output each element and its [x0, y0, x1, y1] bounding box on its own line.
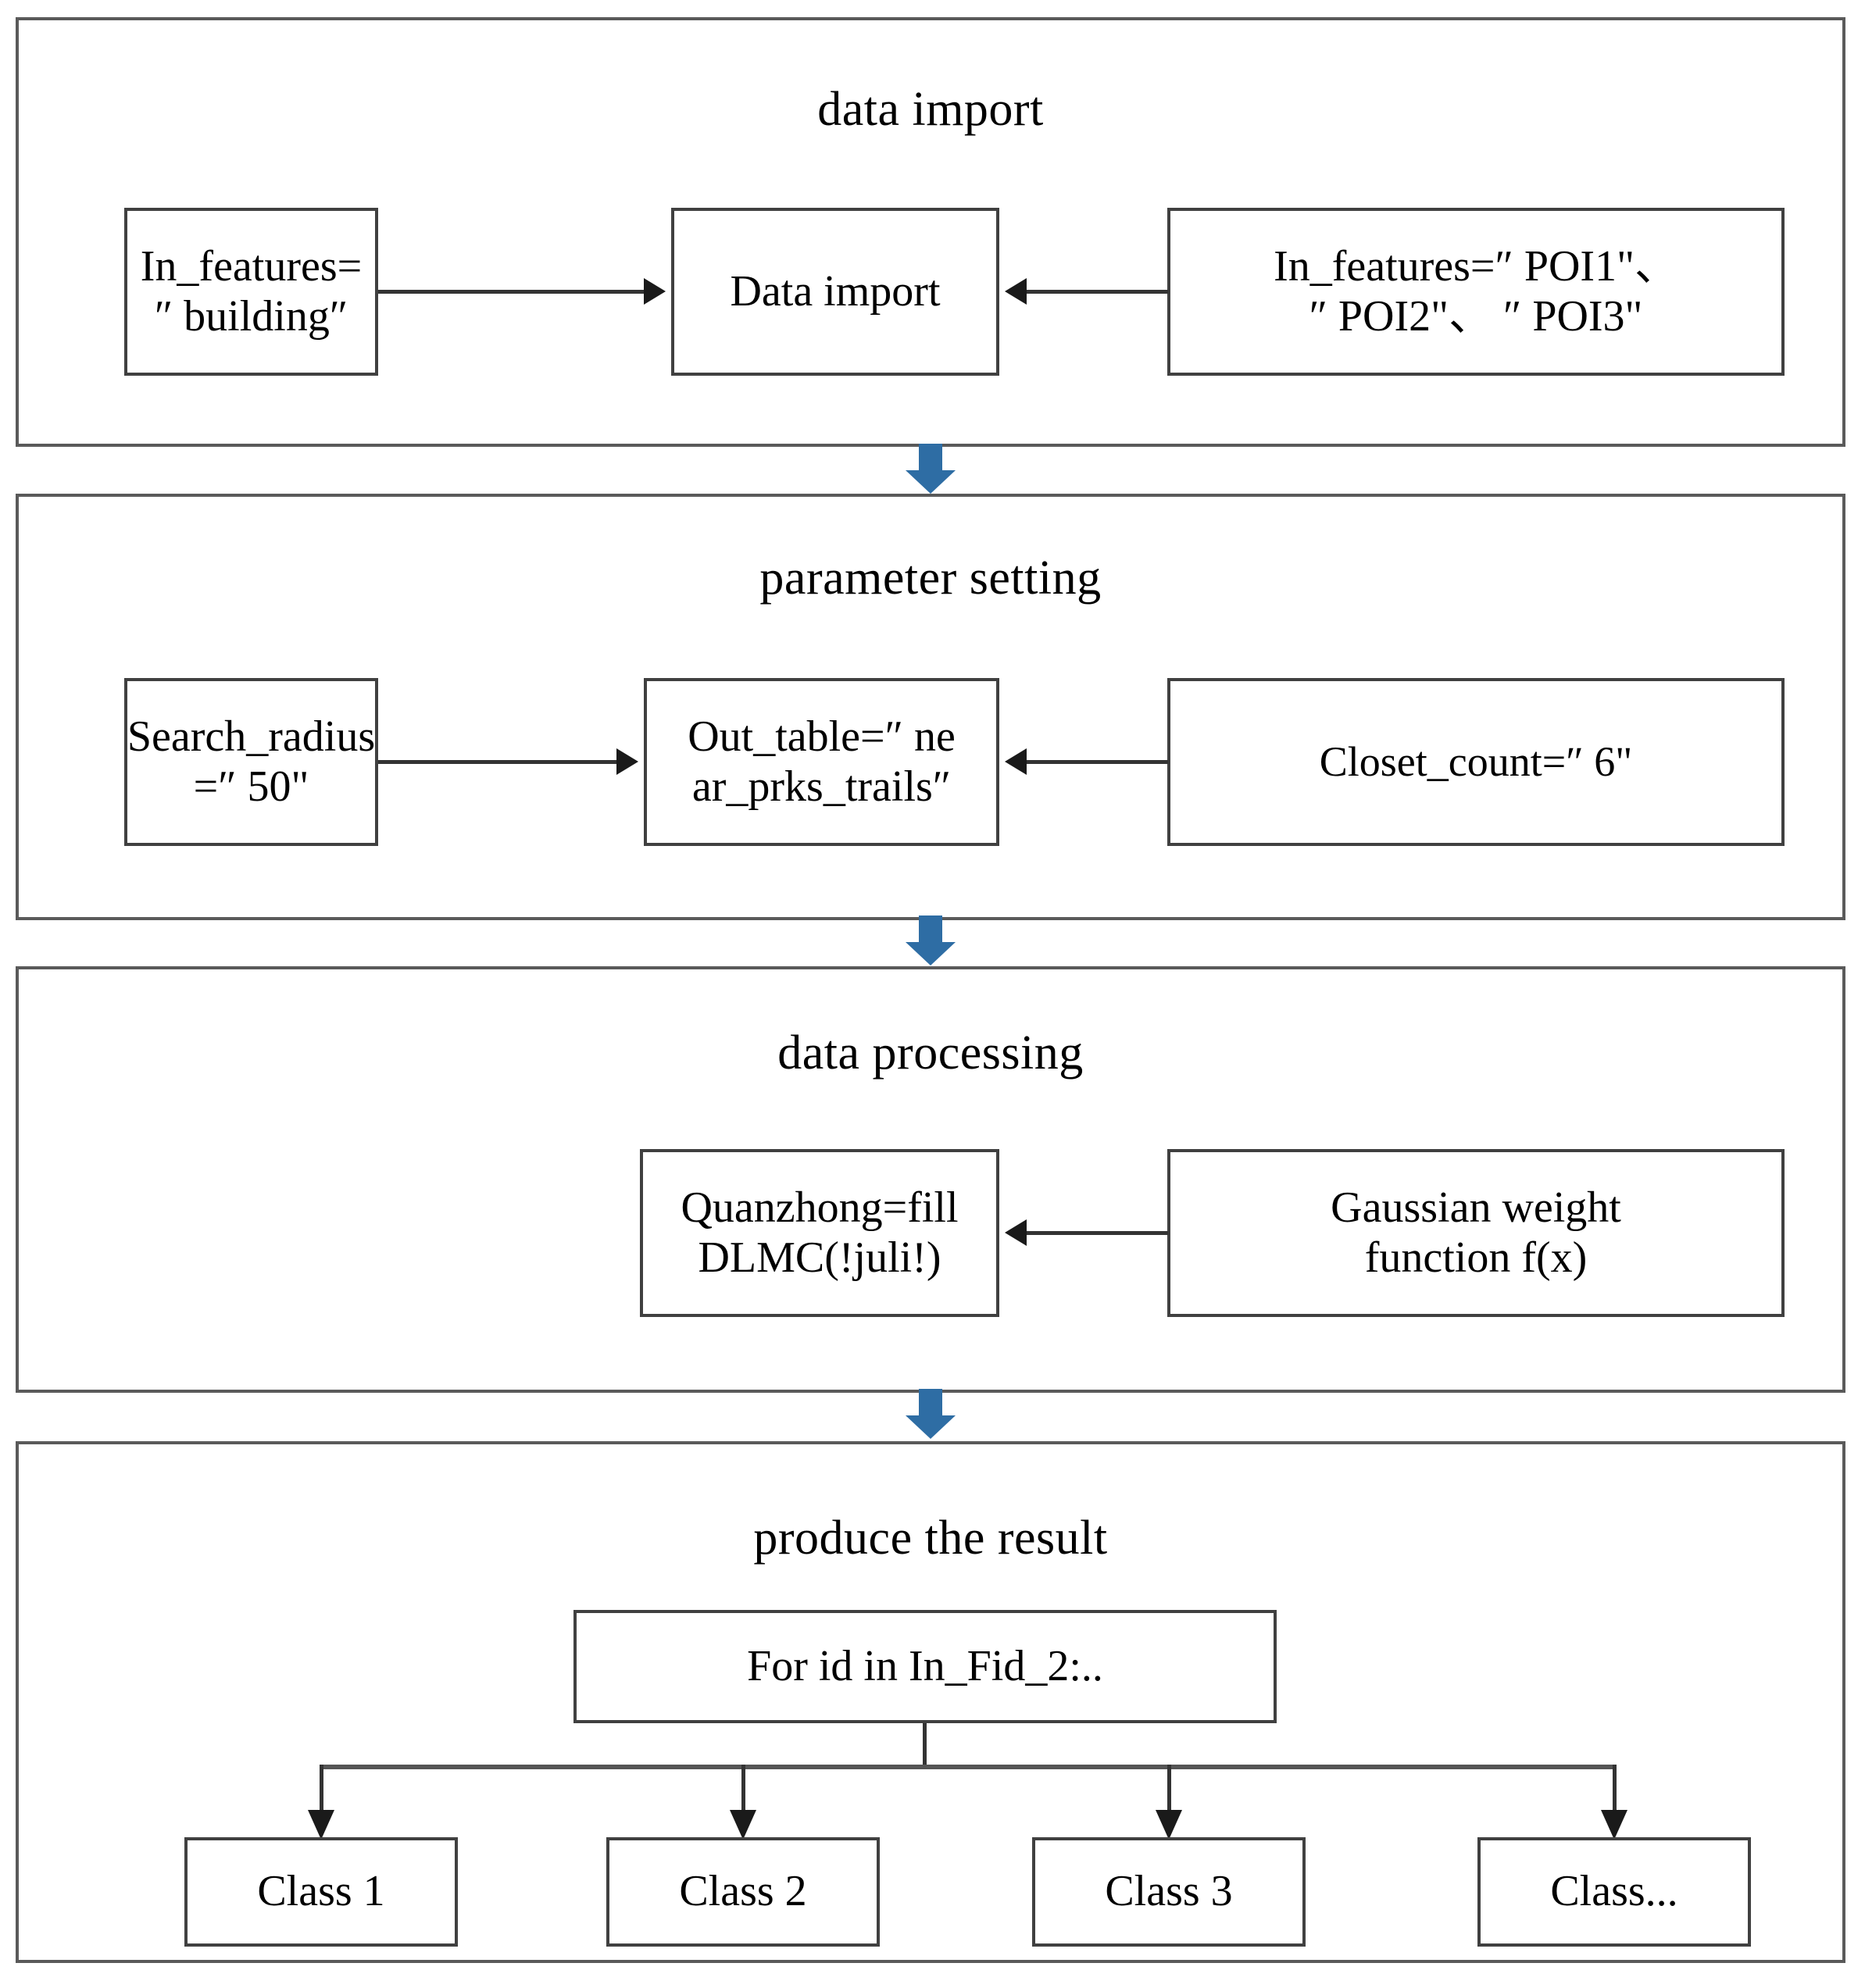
connector-building-to-import [378, 290, 648, 294]
stage-connector-arrow-2 [906, 915, 956, 967]
arrow-head [906, 470, 956, 494]
node-class-3[interactable]: Class 3 [1032, 1837, 1306, 1947]
node-quanzhong[interactable]: Quanzhong=fill DLMC(!juli!) [640, 1149, 999, 1317]
arrowhead-to-class-3 [1156, 1810, 1182, 1840]
tree-branch-3 [1167, 1765, 1171, 1813]
stage-title-produce-the-result: produce the result [753, 1512, 1108, 1565]
stage-title-parameter-setting: parameter setting [759, 551, 1102, 605]
connector-count-to-outtable [1027, 760, 1169, 764]
stage-produce-the-result: produce the result For id in In_Fid_2:..… [16, 1441, 1845, 1963]
stage-connector-arrow-1 [906, 444, 956, 495]
node-gaussian-weight[interactable]: Gaussian weight function f(x) [1167, 1149, 1785, 1317]
node-in-features-poi[interactable]: In_features=″ POI1"、 ″ POI2"、 ″ POI3" [1167, 208, 1785, 376]
tree-branch-4 [1613, 1765, 1617, 1813]
node-out-table[interactable]: Out_table=″ ne ar_prks_trails″ [644, 678, 999, 846]
connector-poi-to-import [1027, 290, 1169, 294]
node-class-more[interactable]: Class... [1477, 1837, 1751, 1947]
arrowhead-building-to-import [644, 278, 666, 305]
tree-branch-1 [320, 1765, 323, 1813]
arrowhead-radius-to-outtable [616, 748, 638, 775]
node-search-radius[interactable]: Search_radius =″ 50" [124, 678, 378, 846]
connector-gaussian-to-quanzhong [1027, 1231, 1169, 1235]
stage-connector-arrow-3 [906, 1389, 956, 1440]
arrow-shaft [919, 1389, 942, 1417]
arrowhead-to-class-more [1601, 1810, 1627, 1840]
node-class-2[interactable]: Class 2 [606, 1837, 880, 1947]
node-for-loop[interactable]: For id in In_Fid_2:.. [573, 1610, 1277, 1723]
stage-title-data-processing: data processing [777, 1026, 1084, 1080]
connector-radius-to-outtable [378, 760, 620, 764]
arrowhead-gaussian-to-quanzhong [1005, 1219, 1027, 1246]
arrow-head [906, 1415, 956, 1439]
arrowhead-count-to-outtable [1005, 748, 1027, 775]
arrowhead-to-class-2 [730, 1810, 756, 1840]
arrow-head [906, 942, 956, 965]
tree-branch-2 [741, 1765, 745, 1813]
tree-stem [923, 1723, 927, 1766]
stage-data-processing: data processing Quanzhong=fill DLMC(!jul… [16, 966, 1845, 1393]
arrow-shaft [919, 444, 942, 472]
arrowhead-poi-to-import [1005, 278, 1027, 305]
stage-parameter-setting: parameter setting Search_radius =″ 50" O… [16, 494, 1845, 920]
node-class-1[interactable]: Class 1 [184, 1837, 458, 1947]
arrow-shaft [919, 915, 942, 944]
node-closet-count[interactable]: Closet_count=″ 6" [1167, 678, 1785, 846]
stage-title-data-import: data import [817, 83, 1044, 136]
tree-bus [320, 1765, 1617, 1769]
node-in-features-building[interactable]: In_features= ″ building″ [124, 208, 378, 376]
stage-data-import: data import In_features= ″ building″ Dat… [16, 17, 1845, 447]
node-data-import[interactable]: Data import [671, 208, 999, 376]
arrowhead-to-class-1 [308, 1810, 334, 1840]
